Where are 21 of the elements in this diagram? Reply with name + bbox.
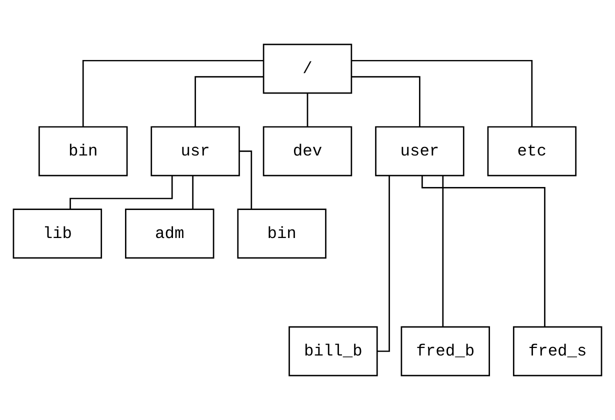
node-box: dev <box>262 126 352 176</box>
connector <box>442 176 444 327</box>
node-box: usr <box>150 126 240 176</box>
node-box: etc <box>487 126 576 176</box>
connector <box>70 176 173 210</box>
connector <box>422 176 546 327</box>
node-box: / <box>262 44 352 94</box>
connector <box>352 76 420 127</box>
node-box: bin <box>38 126 128 176</box>
connector <box>194 76 264 127</box>
node-box: bill_b <box>288 326 378 376</box>
connector <box>306 93 308 126</box>
connector <box>192 176 194 209</box>
node-box: fred_b <box>400 326 490 376</box>
node-box: lib <box>12 208 102 259</box>
node-box: adm <box>125 208 214 259</box>
node-box: bin <box>237 208 326 259</box>
connector <box>82 60 264 126</box>
node-box: fred_s <box>512 326 602 376</box>
node-box: user <box>375 126 464 176</box>
connector <box>352 60 533 126</box>
